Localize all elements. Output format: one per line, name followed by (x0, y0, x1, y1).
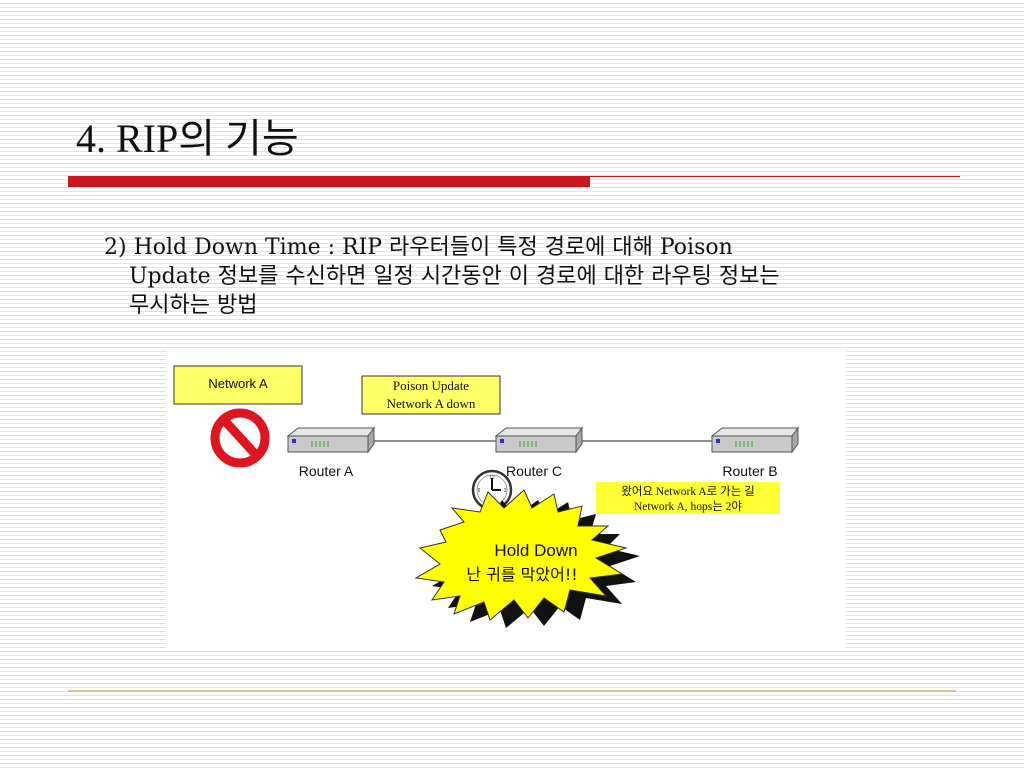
title-accent-line (590, 176, 960, 177)
prohibited-icon (210, 408, 270, 468)
hold-down-burst (414, 489, 628, 621)
router-b-icon (710, 426, 799, 454)
hopcount-line2: Network A, hops는 2야 (634, 500, 742, 513)
poison-update-line2: Network A down (387, 396, 476, 411)
body-line-2: Update 정보를 수신하면 일정 시간동안 이 경로에 대한 라우팅 정보는 (129, 264, 780, 289)
router-c-icon (494, 426, 583, 454)
svg-text:9: 9 (478, 488, 481, 494)
body-line-3: 무시하는 방법 (129, 293, 258, 318)
svg-text:12: 12 (489, 475, 495, 481)
router-a-icon (286, 426, 375, 454)
network-a-label: Network A (208, 376, 268, 391)
poison-update-box: Poison Update Network A down (361, 375, 501, 415)
poison-update-line1: Poison Update (393, 378, 469, 393)
burst-line1: Hold Down (494, 541, 577, 560)
router-c-label: Router C (506, 463, 562, 479)
title-accent-bar (68, 176, 590, 187)
burst-line2: 난 귀를 막았어!! (466, 565, 577, 584)
slide-body: 2) Hold Down Time : RIP 라우터들이 특정 경로에 대해 … (104, 233, 974, 320)
rip-holddown-diagram: Network A Poison Update Network A down R… (166, 350, 846, 650)
body-line-1: 2) Hold Down Time : RIP 라우터들이 특정 경로에 대해 … (104, 235, 733, 260)
footer-divider (68, 690, 956, 692)
hopcount-box: 왔어요 Network A로 가는 길 Network A, hops는 2야 (596, 482, 780, 514)
network-a-box: Network A (173, 365, 303, 405)
svg-text:3: 3 (504, 488, 507, 494)
slide-title: 4. RIP의 기능 (76, 116, 299, 161)
hopcount-line1: 왔어요 Network A로 가는 길 (621, 485, 754, 498)
router-b-label: Router B (722, 463, 777, 479)
router-a-label: Router A (299, 463, 354, 479)
